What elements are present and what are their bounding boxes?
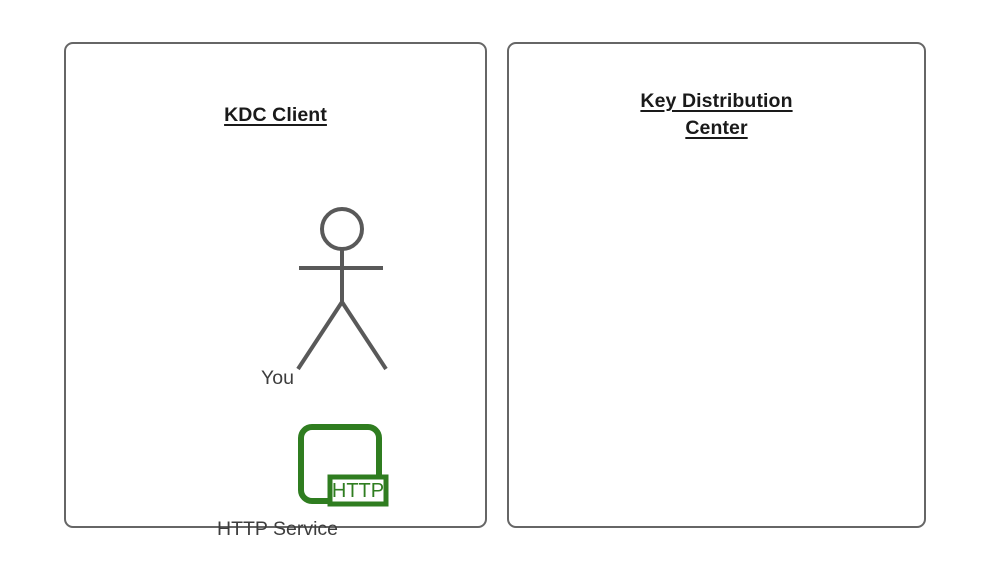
panel-kdc-client: KDC Client You HTTP HTTP Service [64, 42, 487, 540]
panel-title-kdc-line2: Center [685, 117, 748, 139]
svg-text:HTTP: HTTP [332, 480, 384, 502]
panel-key-distribution-center: Key Distribution Center Authentication S… [507, 42, 926, 528]
panel-title-kdc-client: KDC Client [66, 102, 485, 129]
panel-title-key-distribution-center: Key Distribution Center [509, 88, 924, 142]
label-http-service: HTTP Service [217, 518, 338, 540]
label-you: You [261, 367, 294, 389]
http-service-icon: HTTP [292, 422, 390, 510]
stick-figure-icon [271, 199, 413, 379]
panel-title-kdc-line1: Key Distribution [640, 90, 793, 112]
panel-title-kdc-client-text: KDC Client [224, 104, 327, 126]
